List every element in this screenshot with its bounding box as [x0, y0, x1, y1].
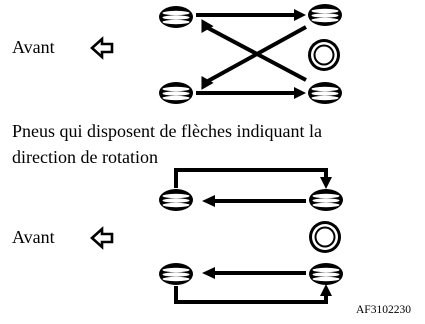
- tire-front-right-icon: [309, 189, 343, 211]
- spare-tire-icon: [308, 39, 340, 71]
- tire-front-left-icon: [159, 189, 193, 211]
- front-direction-arrow-icon: [90, 227, 114, 249]
- arrow-rr-to-rl-icon: [202, 267, 306, 279]
- tire-front-left-icon: [159, 6, 193, 28]
- caption: Pneus qui disposent de flèches indiquant…: [12, 118, 322, 170]
- tire-rear-right-icon: [309, 263, 343, 285]
- front-label-bottom: Avant: [12, 227, 55, 247]
- spare-tire-icon: [309, 221, 341, 253]
- top-rotation-pattern: [90, 4, 342, 104]
- tire-rear-left-icon: [159, 263, 193, 285]
- tire-front-right-icon: [308, 4, 342, 26]
- figure-code: AF3102230: [356, 304, 411, 316]
- arrow-fl-to-fr-icon: [196, 9, 306, 21]
- tire-rear-left-icon: [159, 82, 193, 104]
- tire-rear-right-icon: [308, 82, 342, 104]
- caption-line-2: direction de rotation: [12, 147, 158, 167]
- front-direction-arrow-icon: [90, 37, 114, 59]
- arrow-fr-to-fl-icon: [202, 195, 306, 207]
- arrow-rl-to-rr-bracket-icon: [174, 284, 332, 304]
- arrow-rl-to-rr-icon: [196, 87, 306, 99]
- arrow-fr-to-rl-icon: [201, 25, 307, 90]
- bottom-rotation-pattern: [90, 168, 343, 304]
- arrow-fl-to-fr-bracket-icon: [174, 168, 332, 189]
- arrow-rr-to-fl-icon: [201, 19, 307, 82]
- caption-line-1: Pneus qui disposent de flèches indiquant…: [12, 121, 322, 141]
- front-label-top: Avant: [12, 37, 55, 57]
